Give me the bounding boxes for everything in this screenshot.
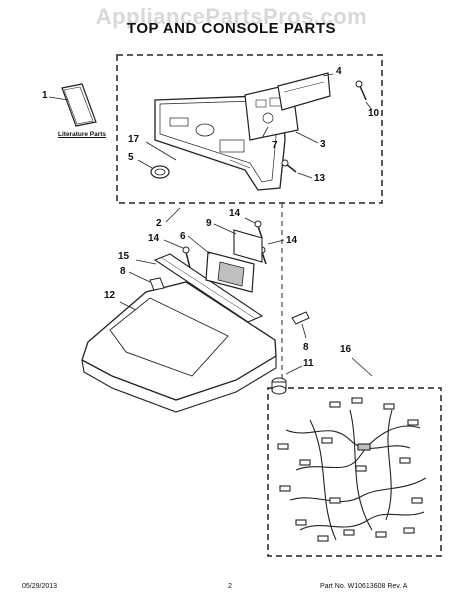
callout-4: 4 <box>336 66 342 77</box>
screw-part-14-top <box>244 217 263 239</box>
literature-label: Literature Parts <box>58 131 107 138</box>
callout-14-top: 14 <box>229 208 241 219</box>
wire-harness-part <box>277 357 427 542</box>
footer-part-number: Part No. W10613608 Rev. A <box>320 583 408 590</box>
lid-switch-part <box>187 235 255 293</box>
callout-6: 6 <box>180 231 186 242</box>
callout-11: 11 <box>303 358 314 369</box>
callout-9: 9 <box>206 218 212 229</box>
top-panel-part <box>81 281 277 413</box>
callout-5: 5 <box>128 152 134 163</box>
screw-part-14-right <box>258 239 285 265</box>
grommet-part <box>271 365 303 395</box>
callout-14-left: 14 <box>148 233 160 244</box>
callout-14-right: 14 <box>286 235 298 246</box>
footer-date: 05/29/2013 <box>22 583 58 590</box>
callout-10: 10 <box>368 108 380 119</box>
callout-17: 17 <box>128 134 140 145</box>
watermark: AppliancePartsPros.com <box>95 4 368 29</box>
screw-part-13 <box>281 159 313 179</box>
clip-part-right <box>291 311 310 339</box>
knob-part <box>137 159 170 179</box>
callout-3: 3 <box>320 139 326 150</box>
footer-page: 2 <box>228 583 232 590</box>
hinge-strip-part <box>135 253 264 323</box>
callout-8-left: 8 <box>120 266 126 277</box>
callout-15: 15 <box>118 251 130 262</box>
bracket-part <box>277 72 334 111</box>
callout-2: 2 <box>156 218 162 229</box>
callout-13: 13 <box>314 173 326 184</box>
clip-part-left <box>128 271 165 291</box>
callout-12: 12 <box>104 290 116 301</box>
page-title: TOP AND CONSOLE PARTS <box>126 20 337 37</box>
switch-bracket-part <box>213 223 263 263</box>
callout-1: 1 <box>42 90 48 101</box>
literature-part <box>48 83 97 127</box>
screw-part-14-left <box>163 239 191 269</box>
callout-7: 7 <box>272 140 278 151</box>
callout-8-right: 8 <box>303 342 309 353</box>
console-group-box <box>116 54 383 204</box>
screw-part-10 <box>355 80 373 111</box>
callout-16: 16 <box>340 344 352 355</box>
